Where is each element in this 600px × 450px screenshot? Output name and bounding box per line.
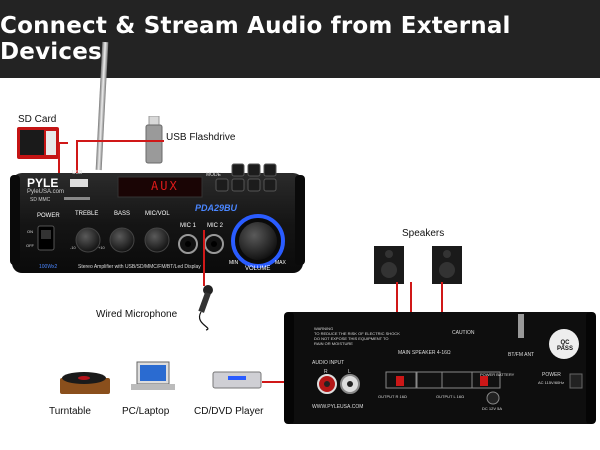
power-label: POWER [37,213,60,219]
treble-min: -10 [70,245,76,250]
turntable-label: Turntable [49,406,91,417]
banner-title: Connect & Stream Audio from External Dev… [0,13,511,65]
usb-flashdrive-image [145,116,163,164]
mic1-label: MIC 1 [180,223,197,229]
usb-wire-h [76,140,164,142]
pc-laptop-label: PC/Laptop [122,406,170,417]
usb-port-label: USB [72,170,83,176]
bass-label: BASS [114,211,131,217]
main-speaker-label: MAIN SPEAKER 4-16Ω [398,350,451,356]
mic2-label: MIC 2 [207,223,224,229]
mic-cable [203,230,205,286]
on-label: ON [27,229,33,234]
sd-card-image [17,127,59,159]
volume-label: VOLUME [245,266,271,272]
title-banner: Connect & Stream Audio from External Dev… [0,0,600,78]
laptop-image [131,361,175,390]
mic-vol-label: MIC/VOL [145,211,170,217]
audio-input-label: AUDIO INPUT [312,360,345,366]
sd-slot-label: SD MMC [30,197,51,203]
usb-wire-v [76,140,78,178]
brand-site: PyleUSA.com [27,189,65,195]
led-display: AUX [151,179,179,193]
dc-label: DC 12V 5A [482,406,503,411]
sd-card-label: SD Card [18,114,57,125]
treble-label: TREBLE [75,211,99,217]
speakers-image [374,246,462,284]
ac-label: AC 115V/60Hz [538,380,565,385]
warning-label: WARNING TO REDUCE THE RISK OF ELECTRIC S… [314,326,400,346]
sd-card-wire-h [58,142,68,144]
power-rear-label: POWER [542,372,561,378]
website-label: WWW.PYLEUSA.COM [312,404,364,410]
bt-fm-ant-label: BT/FM ANT [508,352,535,358]
wired-microphone-label: Wired Microphone [96,309,178,320]
audio-r-label: R [324,369,328,375]
cd-dvd-player-label: CD/DVD Player [194,406,264,417]
output-l-label: OUTPUT L 16Ω [436,394,465,399]
brand-logo: PYLE [27,176,59,190]
audio-l-label: L [348,369,351,375]
caution-label: CAUTION [452,330,475,336]
qc-pass-sticker: QC PASS [557,340,573,352]
output-r-label: OUTPUT R 16Ω [378,394,407,399]
model-label: PDA29BU [195,203,238,213]
sd-card-wire [58,142,60,176]
wattage-label: 100Wx2 [39,264,58,270]
speakers-label: Speakers [402,228,445,239]
turntable-image [60,372,110,394]
microphone-image [198,285,213,331]
vol-min-label: MIN [229,260,239,266]
treble-max: +10 [98,245,105,250]
amplifier-front: PYLE PyleUSA.com USB SD MMC AUX MODE PDA… [10,163,305,278]
mode-label: MODE [206,172,221,178]
tagline-label: Stereo Amplifier with USB/SD/MMC/FM/BT/L… [78,264,201,270]
usb-flashdrive-label: USB Flashdrive [166,132,236,143]
vol-max-label: MAX [275,260,286,266]
power-battery-label: POWER BATTERY [480,372,515,377]
off-label: OFF [26,243,34,248]
amplifier-rear: WARNING TO REDUCE THE RISK OF ELECTRIC S… [284,312,596,424]
dvd-player-image [212,371,262,389]
